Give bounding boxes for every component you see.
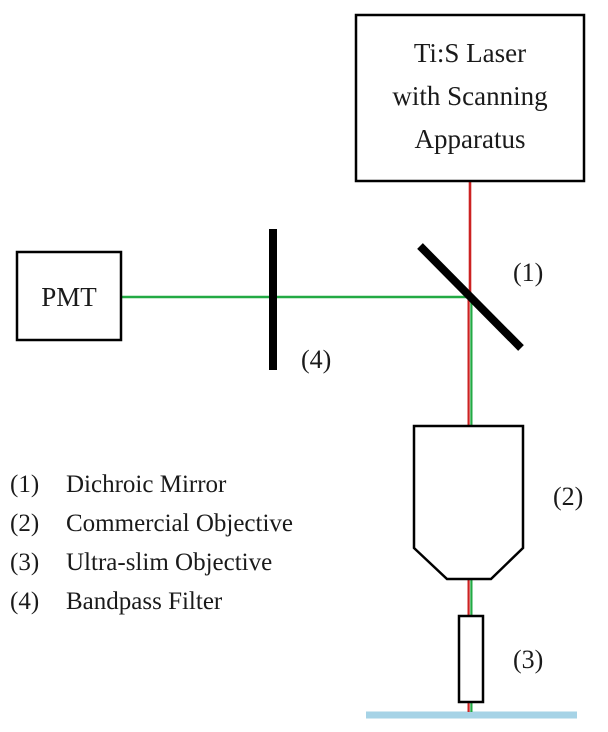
callout-filter: (4) [301,345,331,374]
laser-box: Ti:S Laser with Scanning Apparatus [354,13,586,183]
legend-text: Commercial Objective [66,510,293,537]
legend-item: (1) Dichroic Mirror [10,471,227,498]
legend-number: (3) [10,549,39,576]
laser-label-line-3: Apparatus [415,124,526,154]
commercial-objective [412,424,525,581]
legend-number: (2) [10,510,39,537]
callout-mirror: (1) [513,258,543,287]
laser-label-line-2: with Scanning [392,81,547,111]
laser-label-line-1: Ti:S Laser [414,38,526,68]
pmt-label: PMT [41,282,97,312]
dichroic-mirror [417,243,524,351]
pmt-detector-box: PMT [15,250,123,342]
legend-text: Ultra-slim Objective [66,549,272,576]
legend-number: (4) [10,588,39,615]
legend-number: (1) [10,471,39,498]
legend-item: (4) Bandpass Filter [10,588,223,615]
legend-item: (3) Ultra-slim Objective [10,549,272,576]
ultra-slim-objective [457,614,485,704]
legend: (1) Dichroic Mirror (2) Commercial Objec… [10,471,293,615]
callout-slim-objective: (3) [513,645,543,674]
legend-text: Bandpass Filter [66,588,223,615]
legend-text: Dichroic Mirror [66,471,227,498]
callout-commercial-objective: (2) [553,482,583,511]
legend-item: (2) Commercial Objective [10,510,293,537]
